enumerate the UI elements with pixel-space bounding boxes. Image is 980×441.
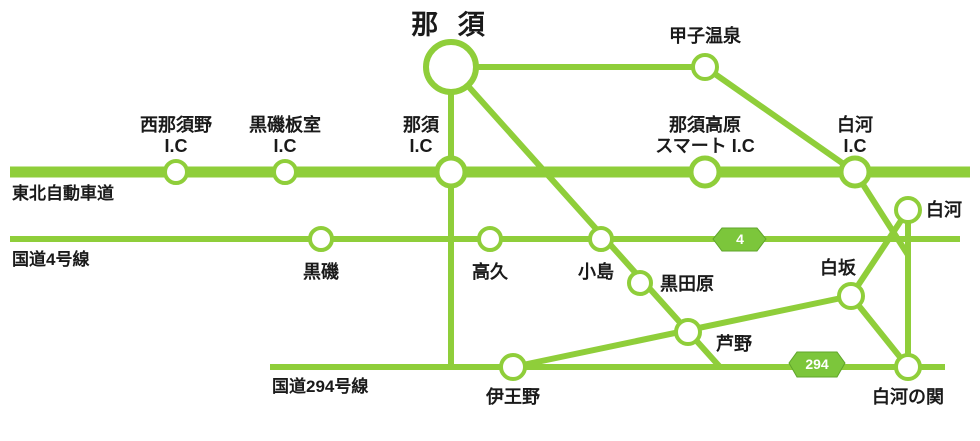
- label-shirakawa-no-seki: 白河の関: [872, 386, 944, 407]
- label-kuroiso: 黒磯: [303, 261, 339, 282]
- label-nasukogen-smart-ic-line2: スマート I.C: [655, 136, 754, 156]
- label-nasukogen-smart-ic-line1: 那須高原: [669, 114, 741, 135]
- shirasaka-to-seki-road: [848, 294, 911, 369]
- node-shirakawa-ic: [838, 155, 872, 189]
- node-nishinasuno-ic: [163, 159, 189, 185]
- label-nasu-ic-line1: 那須: [403, 115, 440, 135]
- node-kuroiso: [308, 226, 334, 252]
- shirasaka-to-shirakawa-road: [848, 208, 911, 298]
- label-shirakawa-ic-line1: 白河: [837, 114, 873, 135]
- label-tohoku-expressway: 東北自動車道: [12, 183, 114, 203]
- label-nasu-ic-line2: I.C: [409, 136, 432, 156]
- node-ionno: [499, 353, 527, 381]
- label-shirakawa: 白河: [926, 199, 962, 220]
- node-kojima: [588, 226, 614, 252]
- road-lines: [10, 64, 970, 370]
- node-takaku: [477, 226, 503, 252]
- nasu-to-ashino-road: [448, 64, 723, 370]
- map-nodes: [163, 39, 922, 381]
- route294-shield-number: 294: [805, 356, 829, 372]
- node-shirakawa-no-seki: [894, 353, 922, 381]
- label-route4: 国道4号線: [12, 249, 89, 269]
- node-shirakawa: [894, 196, 922, 224]
- label-kuroiso-itamuro-ic-line2: I.C: [273, 136, 296, 156]
- label-koshi-onsen: 甲子温泉: [669, 25, 742, 46]
- label-kojima: 小島: [578, 261, 614, 282]
- route4-shield: 4: [712, 227, 767, 252]
- label-shirakawa-ic-line2: I.C: [843, 136, 866, 156]
- label-kuroiso-itamuro-ic-line1: 黒磯板室: [249, 114, 321, 135]
- label-route294: 国道294号線: [272, 376, 368, 396]
- label-nishinasuno-ic-line2: I.C: [164, 136, 187, 156]
- node-koshi-onsen: [691, 53, 719, 81]
- label-kurodahara: 黒田原: [660, 274, 714, 294]
- label-ionno: 伊王野: [485, 386, 540, 407]
- koshi-to-shirakawa-ic-road: [703, 64, 857, 175]
- label-nishinasuno-ic-line1: 西那須野: [140, 115, 212, 135]
- label-ashino: 芦野: [716, 333, 752, 354]
- label-shirasaka: 白坂: [820, 257, 857, 278]
- node-kurodahara: [627, 270, 653, 296]
- node-ashino: [674, 318, 702, 346]
- label-takaku: 高久: [472, 261, 509, 282]
- node-nasu-ic: [434, 155, 468, 189]
- route4-shield-number: 4: [736, 231, 744, 247]
- route294-shield: 294: [788, 351, 846, 378]
- node-nasukogen-smart-ic: [688, 155, 722, 189]
- node-shirasaka: [837, 282, 865, 310]
- label-nasu: 那 須: [411, 10, 491, 40]
- node-kuroiso-itamuro-ic: [272, 159, 298, 185]
- node-nasu: [423, 39, 479, 95]
